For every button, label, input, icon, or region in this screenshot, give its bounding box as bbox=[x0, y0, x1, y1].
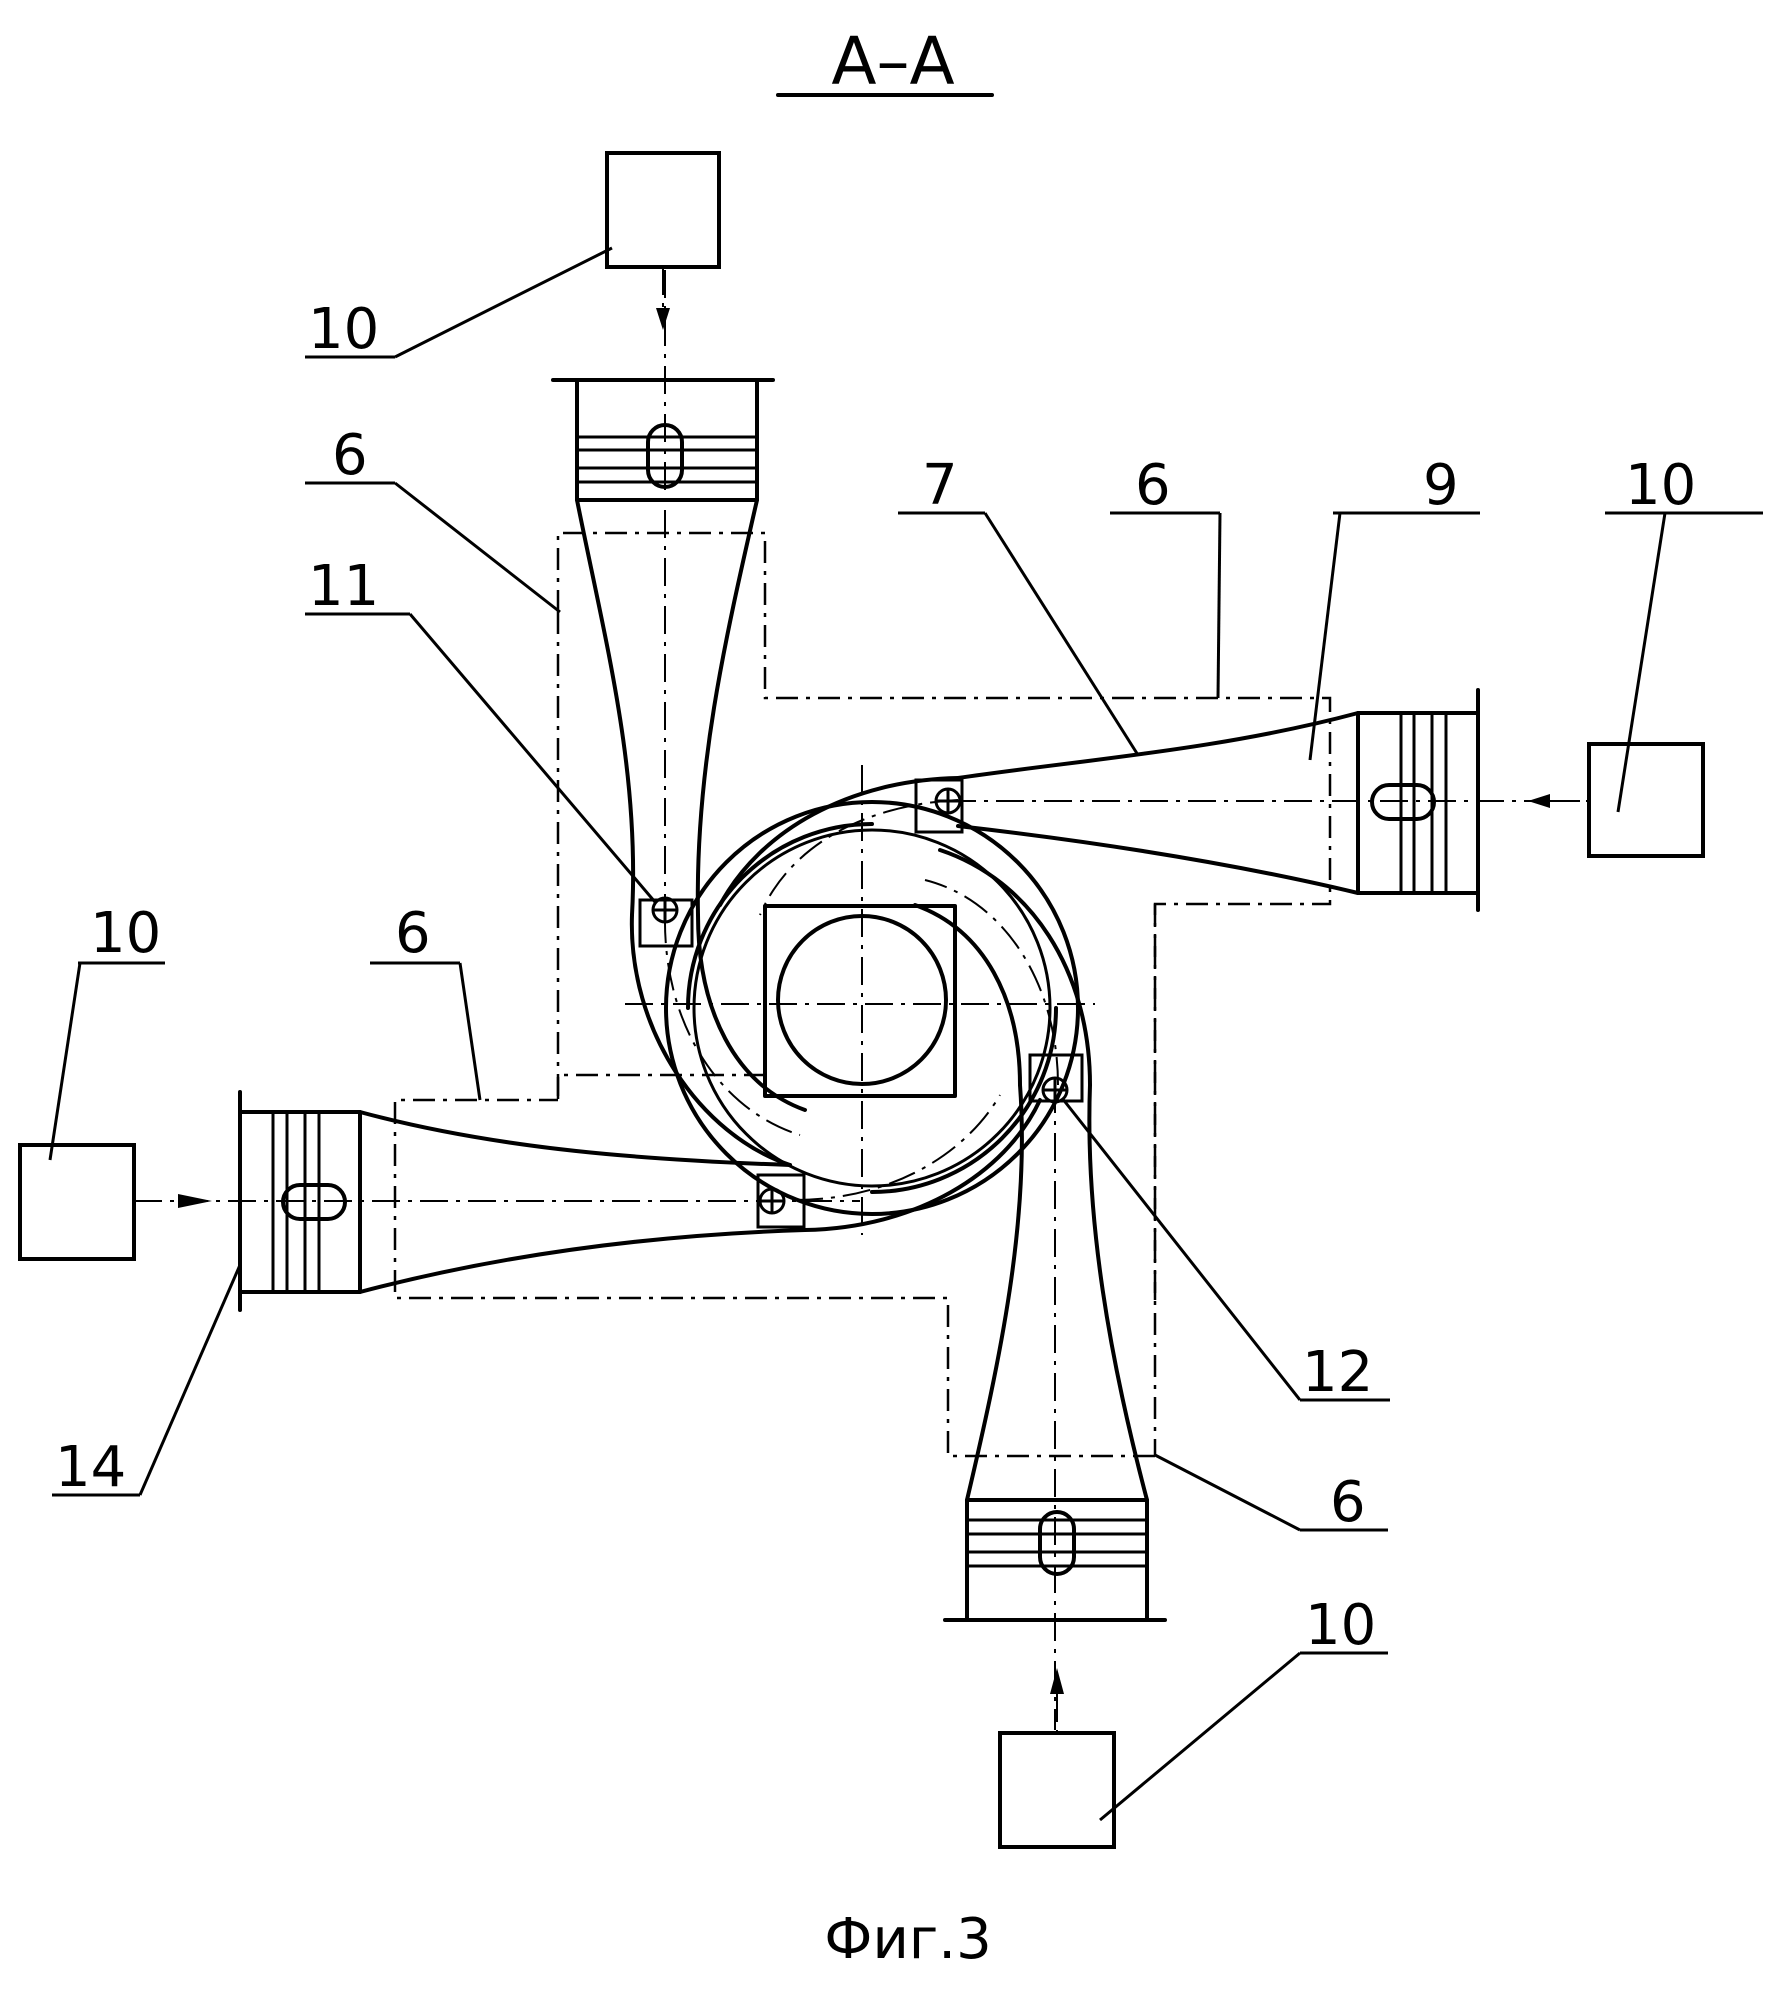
label-6-top-right: 6 bbox=[1135, 453, 1171, 518]
drive-box-bottom bbox=[998, 1731, 1116, 1849]
label-6-bottom: 6 bbox=[1330, 1470, 1366, 1535]
core-square bbox=[763, 904, 957, 1098]
label-14: 14 bbox=[55, 1435, 126, 1500]
swirl-chamber bbox=[629, 776, 1092, 1232]
label-7: 7 bbox=[922, 453, 958, 518]
label-9: 9 bbox=[1423, 453, 1459, 518]
label-10-top: 10 bbox=[308, 297, 379, 362]
drive-box-left bbox=[18, 1143, 136, 1261]
figure-caption: Фиг.3 bbox=[824, 1907, 991, 1972]
label-10-left: 10 bbox=[90, 901, 161, 966]
drive-box-right bbox=[1587, 742, 1705, 858]
nozzle-right bbox=[914, 688, 1580, 912]
nozzle-left bbox=[180, 1090, 860, 1312]
section-title: А–А bbox=[831, 23, 954, 100]
nozzle-top bbox=[551, 270, 775, 948]
drive-unit-top bbox=[605, 151, 721, 330]
label-6-top-left: 6 bbox=[332, 423, 368, 488]
label-11: 11 bbox=[308, 554, 379, 619]
label-10-right: 10 bbox=[1625, 453, 1696, 518]
drive-box-top bbox=[605, 151, 721, 269]
label-10-bottom: 10 bbox=[1305, 1593, 1376, 1658]
drive-unit-left bbox=[18, 1143, 212, 1261]
nozzle-bottom bbox=[943, 1053, 1167, 1730]
reference-labels: 10 6 11 7 6 9 10 10 6 12 14 6 10 bbox=[55, 297, 1696, 1658]
label-12: 12 bbox=[1302, 1340, 1373, 1405]
leader-lines bbox=[48, 246, 1763, 1822]
label-6-left: 6 bbox=[395, 901, 431, 966]
nozzle-bottom-slot bbox=[1038, 1510, 1076, 1576]
central-core bbox=[625, 765, 1095, 1235]
drive-unit-bottom bbox=[998, 1668, 1116, 1849]
drive-unit-right bbox=[1528, 742, 1705, 858]
